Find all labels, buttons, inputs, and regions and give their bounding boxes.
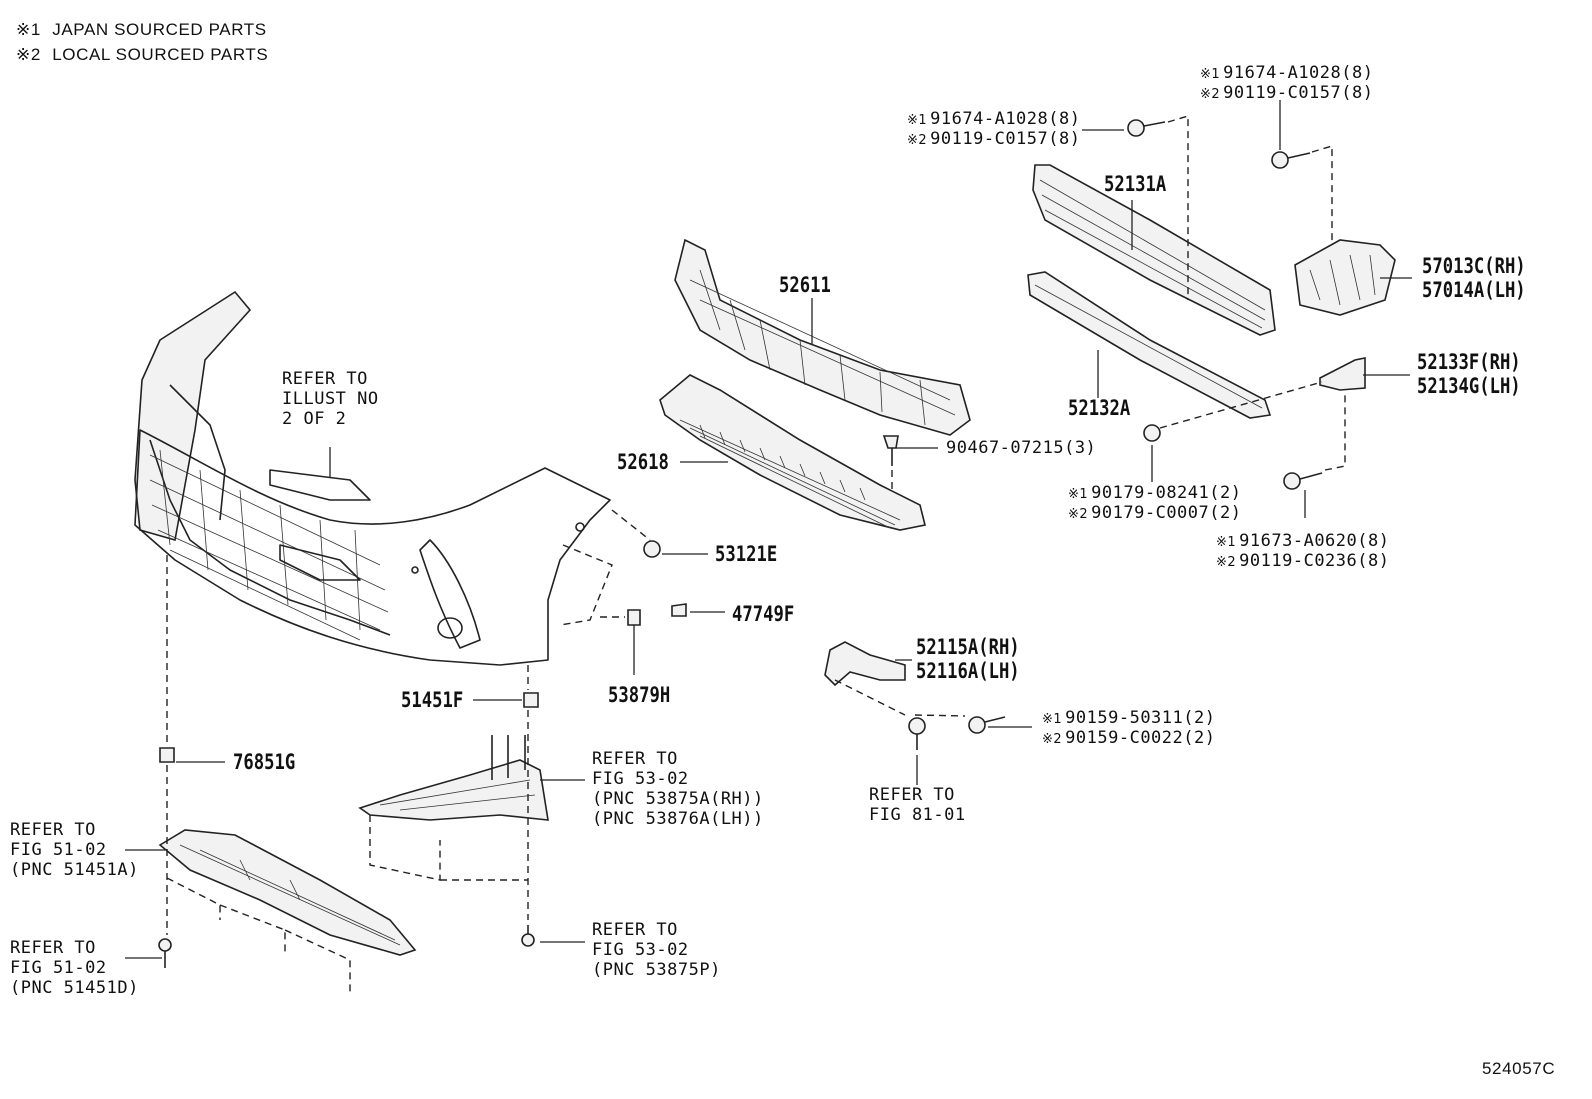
bolt-mark: ※2 [1216, 555, 1237, 570]
bolt-mark: ※2 [1200, 87, 1221, 102]
legend-local-text: LOCAL SOURCED PARTS [52, 45, 269, 64]
refer-line: REFER TO [869, 785, 955, 805]
refer-line: (PNC 53875P) [592, 960, 721, 980]
legend-local-mark: ※2 [16, 45, 41, 64]
bolt-mark: ※1 [907, 113, 928, 128]
part-label-52133f: 52133F(RH) 52134G(LH) [1417, 352, 1521, 400]
bolt-label-90467[interactable]: 90467-07215(3) [946, 438, 1097, 458]
bolt-mark: ※1 [1200, 67, 1221, 82]
diagram-id: 524057C [1482, 1059, 1556, 1078]
bolt-mark: ※2 [1068, 507, 1089, 522]
refer-line: (PNC 53875A(RH)) [592, 789, 764, 809]
bolt-label[interactable]: 90159-C0022(2) [1065, 728, 1216, 748]
bolt-label[interactable]: 91674-A1028(8) [930, 109, 1081, 129]
part-label-52134g-lh[interactable]: 52134G(LH) [1417, 374, 1521, 398]
legend-japan-text: JAPAN SOURCED PARTS [52, 20, 267, 39]
part-label-76851g[interactable]: 76851G [233, 750, 296, 774]
retainer-52115a-drawing [824, 641, 906, 687]
bolt-label[interactable]: 90159-50311(2) [1065, 708, 1216, 728]
reinforcement-52611-drawing [674, 238, 971, 436]
bumper-cover-drawing [134, 290, 611, 666]
refer-line: FIG 51-02 [10, 958, 107, 978]
part-label-57013c: 57013C(RH) 57014A(LH) [1422, 256, 1526, 304]
undercover-drawings [158, 735, 549, 956]
bracket-57013c-drawing [1294, 239, 1396, 316]
bracket-52133f-drawing [1319, 357, 1366, 391]
bolt-label[interactable]: 90119-C0157(8) [930, 129, 1081, 149]
refer-fig-51-02-a[interactable]: REFER TO FIG 51-02 (PNC 51451A) [10, 822, 139, 882]
refer-line: ILLUST NO [282, 389, 379, 409]
refer-line: FIG 53-02 [592, 940, 689, 960]
refer-illust-2of2[interactable]: REFER TO ILLUST NO 2 OF 2 [282, 371, 379, 431]
part-label-52116a-lh[interactable]: 52116A(LH) [916, 659, 1020, 683]
refer-line: REFER TO [10, 938, 96, 958]
refer-fig-81-01[interactable]: REFER TO FIG 81-01 [869, 787, 966, 827]
bolt-label[interactable]: 91674-A1028(8) [1223, 63, 1374, 83]
refer-line: FIG 53-02 [592, 769, 689, 789]
leader-lines [125, 100, 1412, 959]
bolt-mark: ※2 [907, 133, 928, 148]
part-label-57013c-rh[interactable]: 57013C(RH) [1422, 254, 1526, 278]
legend-local: ※2 LOCAL SOURCED PARTS [16, 46, 268, 63]
part-label-52131a[interactable]: 52131A [1104, 172, 1167, 196]
refer-line: (PNC 51451A) [10, 860, 139, 880]
refer-line: REFER TO [592, 920, 678, 940]
bolt-mark: ※1 [1216, 535, 1237, 550]
bolt-label[interactable]: 91673-A0620(8) [1239, 531, 1390, 551]
reinforcement-52131a-drawing [1032, 164, 1276, 336]
refer-line: FIG 81-01 [869, 805, 966, 825]
part-label-47749f[interactable]: 47749F [732, 602, 795, 626]
part-label-52132a[interactable]: 52132A [1068, 396, 1131, 420]
bolt-mark: ※1 [1068, 487, 1089, 502]
assembly-lines [166, 115, 1346, 995]
part-label-57014a-lh[interactable]: 57014A(LH) [1422, 278, 1526, 302]
bolt-label[interactable]: 90179-08241(2) [1091, 483, 1242, 503]
refer-fig-53-02-a[interactable]: REFER TO FIG 53-02 (PNC 53875A(RH)) (PNC… [592, 751, 764, 831]
bar-52132a-drawing [1027, 271, 1272, 419]
refer-line: FIG 51-02 [10, 840, 107, 860]
bolt-label[interactable]: 90119-C0236(8) [1239, 551, 1390, 571]
refer-line: 2 OF 2 [282, 409, 347, 429]
legend-japan: ※1 JAPAN SOURCED PARTS [16, 21, 267, 38]
part-label-52133f-rh[interactable]: 52133F(RH) [1417, 350, 1521, 374]
legend-japan-mark: ※1 [16, 20, 41, 39]
part-label-53879h[interactable]: 53879H [608, 683, 671, 707]
part-label-52618[interactable]: 52618 [617, 450, 669, 474]
bolt-label[interactable]: 90179-C0007(2) [1091, 503, 1242, 523]
fastener-drawings [158, 119, 1323, 968]
part-label-51451f[interactable]: 51451F [401, 688, 464, 712]
refer-line: REFER TO [10, 820, 96, 840]
bolt-mark: ※1 [1042, 712, 1063, 727]
bolt-label[interactable]: 90119-C0157(8) [1223, 83, 1374, 103]
part-label-52611[interactable]: 52611 [779, 273, 831, 297]
bolt-mark: ※2 [1042, 732, 1063, 747]
refer-fig-53-02-p[interactable]: REFER TO FIG 53-02 (PNC 53875P) [592, 922, 721, 982]
absorber-52618-drawing [659, 374, 926, 531]
refer-line: (PNC 53876A(LH)) [592, 809, 764, 829]
part-label-53121e[interactable]: 53121E [715, 542, 778, 566]
part-label-52115a: 52115A(RH) 52116A(LH) [916, 637, 1020, 685]
refer-line: REFER TO [592, 749, 678, 769]
refer-line: REFER TO [282, 369, 368, 389]
refer-line: (PNC 51451D) [10, 978, 139, 998]
refer-fig-51-02-d[interactable]: REFER TO FIG 51-02 (PNC 51451D) [10, 940, 139, 1000]
part-label-52115a-rh[interactable]: 52115A(RH) [916, 635, 1020, 659]
